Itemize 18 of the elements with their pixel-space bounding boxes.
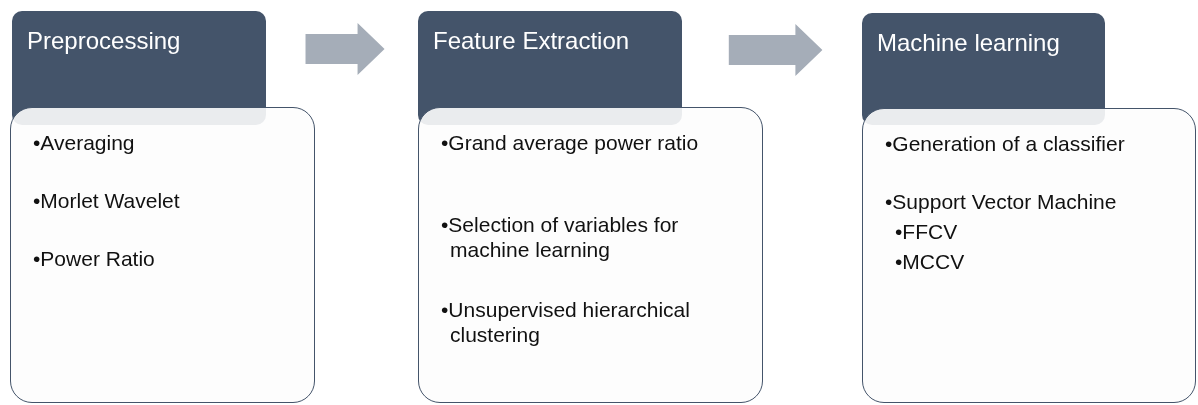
bullet-item: •Grand average power ratio: [441, 130, 700, 155]
bullet-item: •FFCV: [895, 219, 959, 244]
bullet-item: •Support Vector Machine: [885, 189, 1118, 214]
content-card: [10, 107, 315, 403]
bullet-item: •Power Ratio: [33, 246, 156, 271]
bullet-item: •Selection of variables for machine learning: [441, 212, 680, 262]
bullet-item: •Generation of a classifier: [885, 131, 1126, 156]
bullet-item: •Unsupervised hierarchical clustering: [441, 297, 691, 347]
stage-title: Preprocessing: [27, 27, 181, 55]
bullet-item: •Morlet Wavelet: [33, 188, 181, 213]
bullet-item: •Averaging: [33, 130, 136, 155]
block-arrow: [305, 23, 385, 75]
content-card: [418, 107, 763, 403]
bullet-item: •MCCV: [895, 249, 966, 274]
content-card: [862, 108, 1196, 403]
stage-title: Machine learning: [877, 29, 1060, 57]
stage-title: Feature Extraction: [433, 27, 630, 55]
block-arrow: [728, 24, 823, 76]
